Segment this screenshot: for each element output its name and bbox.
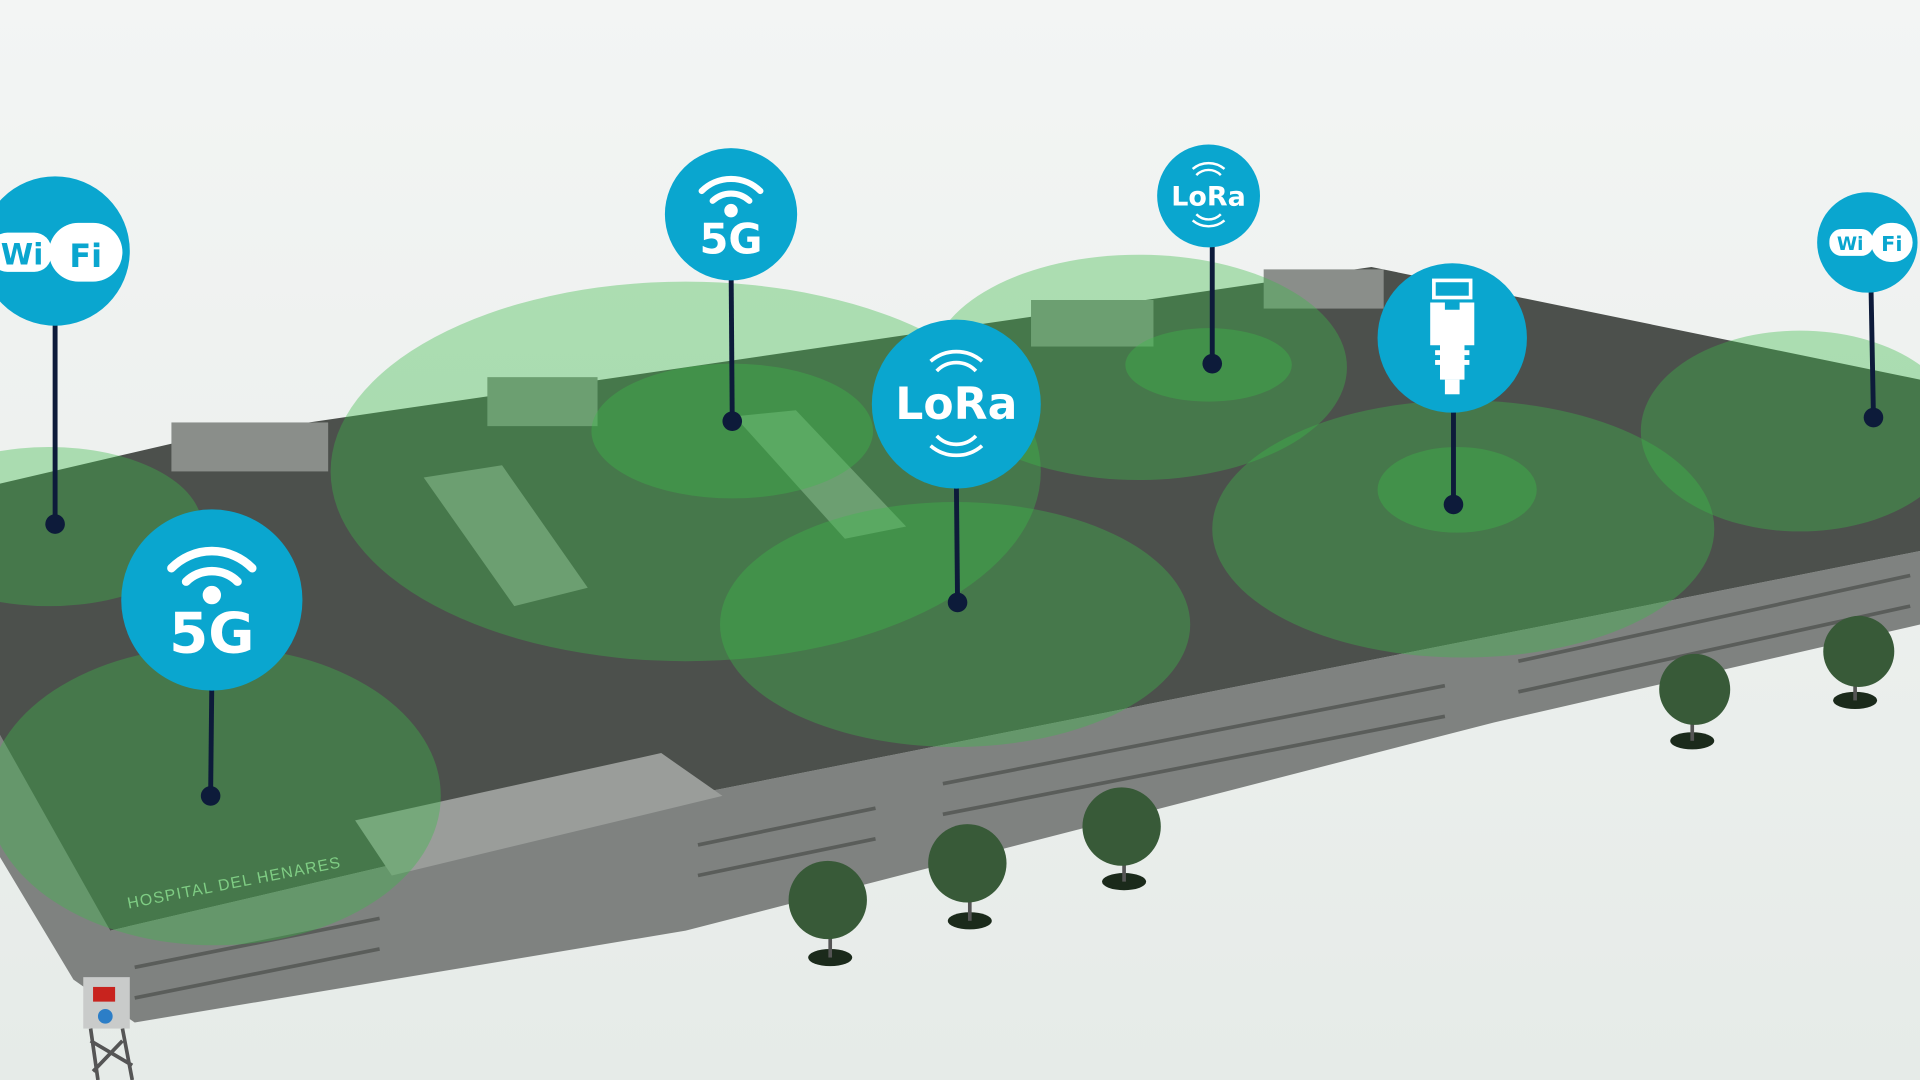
pin-dot [200,786,221,806]
marker-wifi-left[interactable]: Wi Fi [0,176,130,534]
svg-text:Fi: Fi [69,237,102,275]
lora-waves-icon [1191,161,1226,228]
pin-dot [947,592,968,613]
svg-text:5G: 5G [169,602,254,667]
pin-dot [45,514,65,534]
trees [788,615,1895,967]
ethernet-plug-icon [1430,278,1475,395]
tree [928,824,1007,930]
svg-text:LoRa: LoRa [895,379,1017,430]
marker-lora-small[interactable]: LoRa [1157,144,1260,374]
tree [1082,787,1161,891]
signal-icon [698,175,764,218]
pin-dot [1863,407,1884,428]
marker-ethernet[interactable] [1377,263,1527,515]
svg-text:5G: 5G [699,214,762,263]
entrance-canopy [355,753,723,876]
svg-text:Wi: Wi [1,237,43,271]
svg-text:LoRa: LoRa [1171,182,1246,213]
facade-louvres [134,573,1911,1000]
signal-tower [83,977,135,1080]
pin-dot [1202,353,1223,374]
lora-waves-icon [929,349,984,458]
marker-lora-big[interactable]: LoRa [871,319,1041,613]
signal-icon [167,546,257,605]
coverage-ethernet [1212,400,1715,658]
tree [1659,653,1731,750]
pin-dot [1443,494,1464,515]
marker-5g-big[interactable]: 5G [121,509,303,806]
svg-text:Fi: Fi [1881,232,1902,256]
svg-text:Wi: Wi [1837,234,1864,255]
coverage-lora-big [720,502,1191,747]
wifi-icon: Wi Fi [0,222,123,282]
coverage-5g-top [330,281,1041,662]
wifi-icon: Wi Fi [1829,222,1913,263]
marker-5g-top[interactable]: 5G [664,148,798,432]
coverage-wifi-right [1640,330,1920,532]
coverage-ethernet-core [1377,446,1537,533]
tree [1823,615,1895,709]
tree [788,860,867,967]
roof-structures [171,269,1384,607]
building-facade [0,551,1920,1023]
pin-dot [722,411,743,432]
flag-logo [93,986,116,1002]
marker-wifi-right[interactable]: Wi Fi [1817,192,1918,428]
